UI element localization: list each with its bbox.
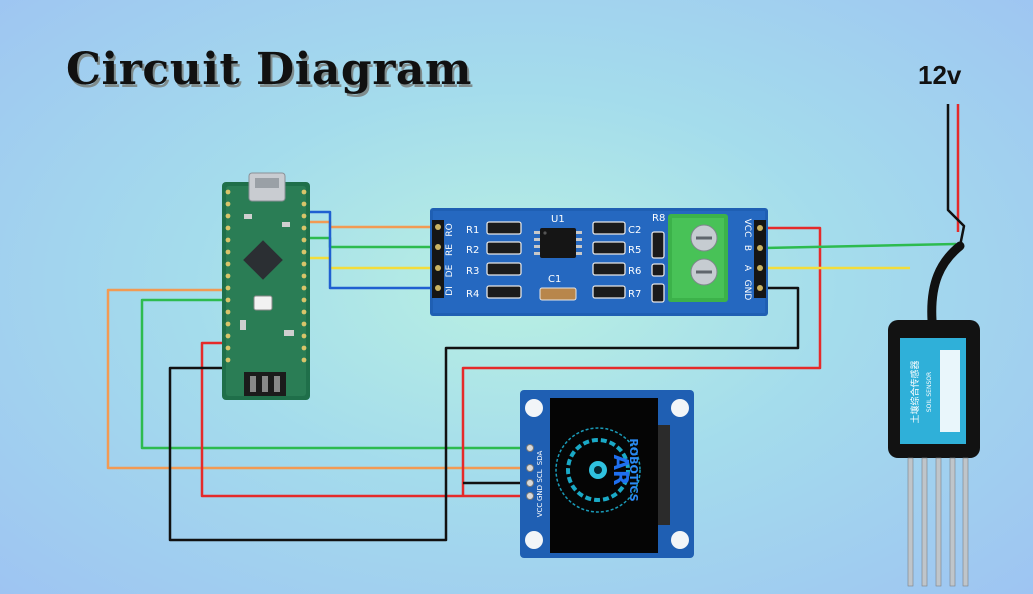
resistor-r1-label: R1 <box>466 225 479 236</box>
cap-c1-label: C1 <box>548 274 561 285</box>
component-c2-label: C2 <box>628 225 641 236</box>
logo-robotics-text: ROBOTICS <box>627 438 640 501</box>
wire-nano-sda-green <box>140 298 528 450</box>
supply-voltage-label: 12v <box>918 60 962 90</box>
resistor-r7-label: R7 <box>628 289 641 300</box>
sensor-probe <box>935 457 942 587</box>
resistor-r5-label: R5 <box>628 245 641 256</box>
oled-pins <box>526 444 534 500</box>
pin-ro-label: RO <box>445 223 455 236</box>
oled-pin-gnd-label: GND <box>536 485 544 501</box>
sensor-probe <box>949 457 956 587</box>
oled-pin-vcc-label: VCC <box>536 503 544 518</box>
sensor-probe <box>962 457 969 587</box>
resistor-r8-label: R8 <box>652 213 665 224</box>
component-c2 <box>592 221 626 235</box>
wire-supply-black <box>946 104 966 247</box>
soil-sensor: 土壤综合传感器 SOIL SENSOR <box>888 241 980 587</box>
wire-di-blue <box>308 210 437 290</box>
pin-a-label: A <box>742 265 752 272</box>
rs485-right-header <box>754 220 766 298</box>
arduino-nano <box>222 172 310 400</box>
rs485-module: RO RE DE DI R1 R2 R3 R4 U1 <box>430 208 768 316</box>
reset-button <box>253 295 273 311</box>
pin-gnd-label: GND <box>742 280 752 301</box>
resistor-r8 <box>651 231 665 259</box>
wire-re-green <box>308 236 437 249</box>
sensor-probe <box>921 457 928 587</box>
wire-nano-vcc-red <box>200 341 528 498</box>
ar-robotics-logo <box>555 427 641 513</box>
microcontroller-chip <box>243 240 283 280</box>
icsp-header <box>244 372 286 396</box>
sensor-label-cn: 土壤综合传感器 <box>909 360 921 423</box>
wire-b-green <box>763 242 957 250</box>
screw-terminal-block <box>668 214 728 302</box>
resistor-r3-label: R3 <box>466 266 479 277</box>
pin-b-label: B <box>742 245 752 251</box>
wire-rs485-vcc-red <box>461 226 822 496</box>
pin-de-label: DE <box>445 264 455 277</box>
chip-u1-label: U1 <box>551 214 565 225</box>
wire-de-yellow <box>308 256 437 270</box>
sensor-probe <box>907 457 914 587</box>
resistor-r6 <box>592 262 626 276</box>
wire-nano-gnd-black <box>168 286 800 542</box>
oled-pin-sda-label: SDA <box>536 451 544 466</box>
pin-vcc-label: VCC <box>742 219 752 238</box>
resistor-r2-label: R2 <box>466 245 479 256</box>
rs485-left-header <box>432 220 444 298</box>
resistor-r4-label: R4 <box>466 289 479 300</box>
wires <box>106 104 966 542</box>
resistor-r1 <box>486 221 522 235</box>
resistor-r7 <box>592 285 626 299</box>
oled-display: AR ROBOTICS VCC GND SCL SDA <box>520 390 694 558</box>
resistor-r3 <box>486 262 522 276</box>
resistor-r6-label: R6 <box>628 266 641 277</box>
pin-re-label: RE <box>445 244 455 256</box>
resistor-r5 <box>592 241 626 255</box>
cap-c1 <box>539 287 577 301</box>
chip-u1 <box>534 228 582 258</box>
logo-ar-text: AR <box>609 455 633 486</box>
resistor-r4 <box>486 285 522 299</box>
oled-pin-scl-label: SCL <box>536 469 544 482</box>
resistor-r2 <box>486 241 522 255</box>
wire-nano-scl-orange <box>106 288 528 470</box>
wire-ro-orange <box>308 220 437 229</box>
diagram-title: Circuit Diagram <box>66 44 472 95</box>
sensor-label-en: SOIL SENSOR <box>926 372 933 412</box>
pin-di-label: DI <box>445 286 455 296</box>
